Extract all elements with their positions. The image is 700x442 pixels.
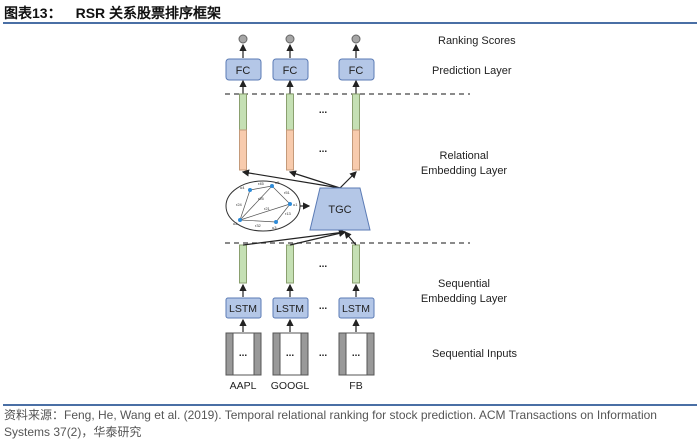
sequential-embedding: [239, 244, 247, 284]
graph-edge: [275, 203, 291, 223]
fc-label: FC: [236, 65, 251, 77]
graph-edge: [239, 219, 277, 223]
lstm-box: [225, 297, 262, 319]
label-sequential-1: Sequential: [438, 278, 490, 290]
lstm-label: LSTM: [276, 303, 304, 315]
arrow: [339, 171, 357, 189]
arrow: [288, 170, 341, 189]
edge-label: r45: [258, 181, 265, 186]
stock-label: FB: [349, 380, 362, 392]
label-prediction-layer: Prediction Layer: [432, 65, 512, 77]
input-ellipsis: ...: [352, 348, 361, 359]
figure-title: 图表13：RSR 关系股票排序框架: [4, 5, 222, 21]
stock-label: AAPL: [230, 380, 257, 392]
graph-node: [238, 218, 242, 222]
relational-embedding-green: [239, 93, 247, 131]
input-box-edge: [225, 332, 234, 376]
graph-node: [248, 188, 252, 192]
input-box-edge: [253, 332, 262, 376]
relational-embedding-orange: [352, 129, 360, 171]
edge-label: r51: [284, 190, 291, 195]
footer-divider: [3, 404, 697, 406]
relational-embedding-orange: [239, 129, 247, 171]
arrow: [241, 169, 341, 189]
lstm-label: LSTM: [342, 303, 370, 315]
title-divider: [3, 22, 697, 24]
sequential-embedding: [352, 244, 360, 284]
ellipsis: ...: [319, 259, 328, 270]
fc-label: FC: [283, 65, 298, 77]
graph-edge: [271, 185, 291, 205]
graph-node: [274, 220, 278, 224]
graph-edge: [239, 189, 251, 221]
label-relational-2: Embedding Layer: [421, 165, 508, 177]
label-ranking-scores: Ranking Scores: [438, 35, 516, 47]
label-sequential-inputs: Sequential Inputs: [432, 348, 518, 360]
relational-embedding-orange: [286, 129, 294, 171]
node-label: u2: [233, 221, 238, 226]
graph-node: [288, 202, 292, 206]
label-sequential-2: Embedding Layer: [421, 293, 508, 305]
ellipsis: ...: [319, 348, 328, 359]
node-label: u4: [240, 185, 245, 190]
input-box-edge: [272, 332, 281, 376]
relational-embedding-green: [352, 93, 360, 131]
node-label: u5: [275, 180, 280, 185]
graph-edge: [239, 203, 291, 221]
edge-label: r24: [236, 202, 243, 207]
edge-label: r13: [285, 211, 292, 216]
arrow: [344, 231, 357, 246]
input-box-edge: [300, 332, 309, 376]
ranking-score-node: [238, 34, 248, 44]
graph-edge: [249, 185, 273, 191]
input-ellipsis: ...: [239, 348, 248, 359]
edge-label: r32: [255, 223, 262, 228]
arrow: [289, 229, 347, 246]
ranking-score-node: [351, 34, 361, 44]
arrow: [242, 229, 347, 246]
ranking-score-node: [285, 34, 295, 44]
input-ellipsis: ...: [286, 348, 295, 359]
graph-edge: [239, 185, 273, 221]
node-label: u1: [293, 202, 298, 207]
source-note: 资料来源：Feng, He, Wang et al. (2019). Tempo…: [4, 408, 657, 439]
lstm-box: [338, 297, 375, 319]
node-label: u3: [272, 225, 277, 230]
ellipsis: ...: [319, 301, 328, 312]
label-relational-1: Relational: [440, 150, 489, 162]
tgc-label: TGC: [328, 204, 351, 216]
ellipsis: ...: [319, 105, 328, 116]
lstm-box: [272, 297, 309, 319]
tgc-block: [309, 187, 371, 231]
ellipsis: ...: [319, 144, 328, 155]
edge-label: r25: [258, 196, 265, 201]
relational-embedding-green: [286, 93, 294, 131]
graph-node: [270, 184, 274, 188]
input-box-edge: [366, 332, 375, 376]
input-box-edge: [338, 332, 347, 376]
rsr-framework-diagram: FC LSTM... AAPL FC LSTM... GOOGL FC LSTM... FB..…: [225, 34, 518, 392]
sequential-embedding: [286, 244, 294, 284]
stock-label: GOOGL: [271, 380, 310, 392]
lstm-label: LSTM: [229, 303, 257, 315]
edge-label: r21: [264, 206, 271, 211]
fc-label: FC: [349, 65, 364, 77]
